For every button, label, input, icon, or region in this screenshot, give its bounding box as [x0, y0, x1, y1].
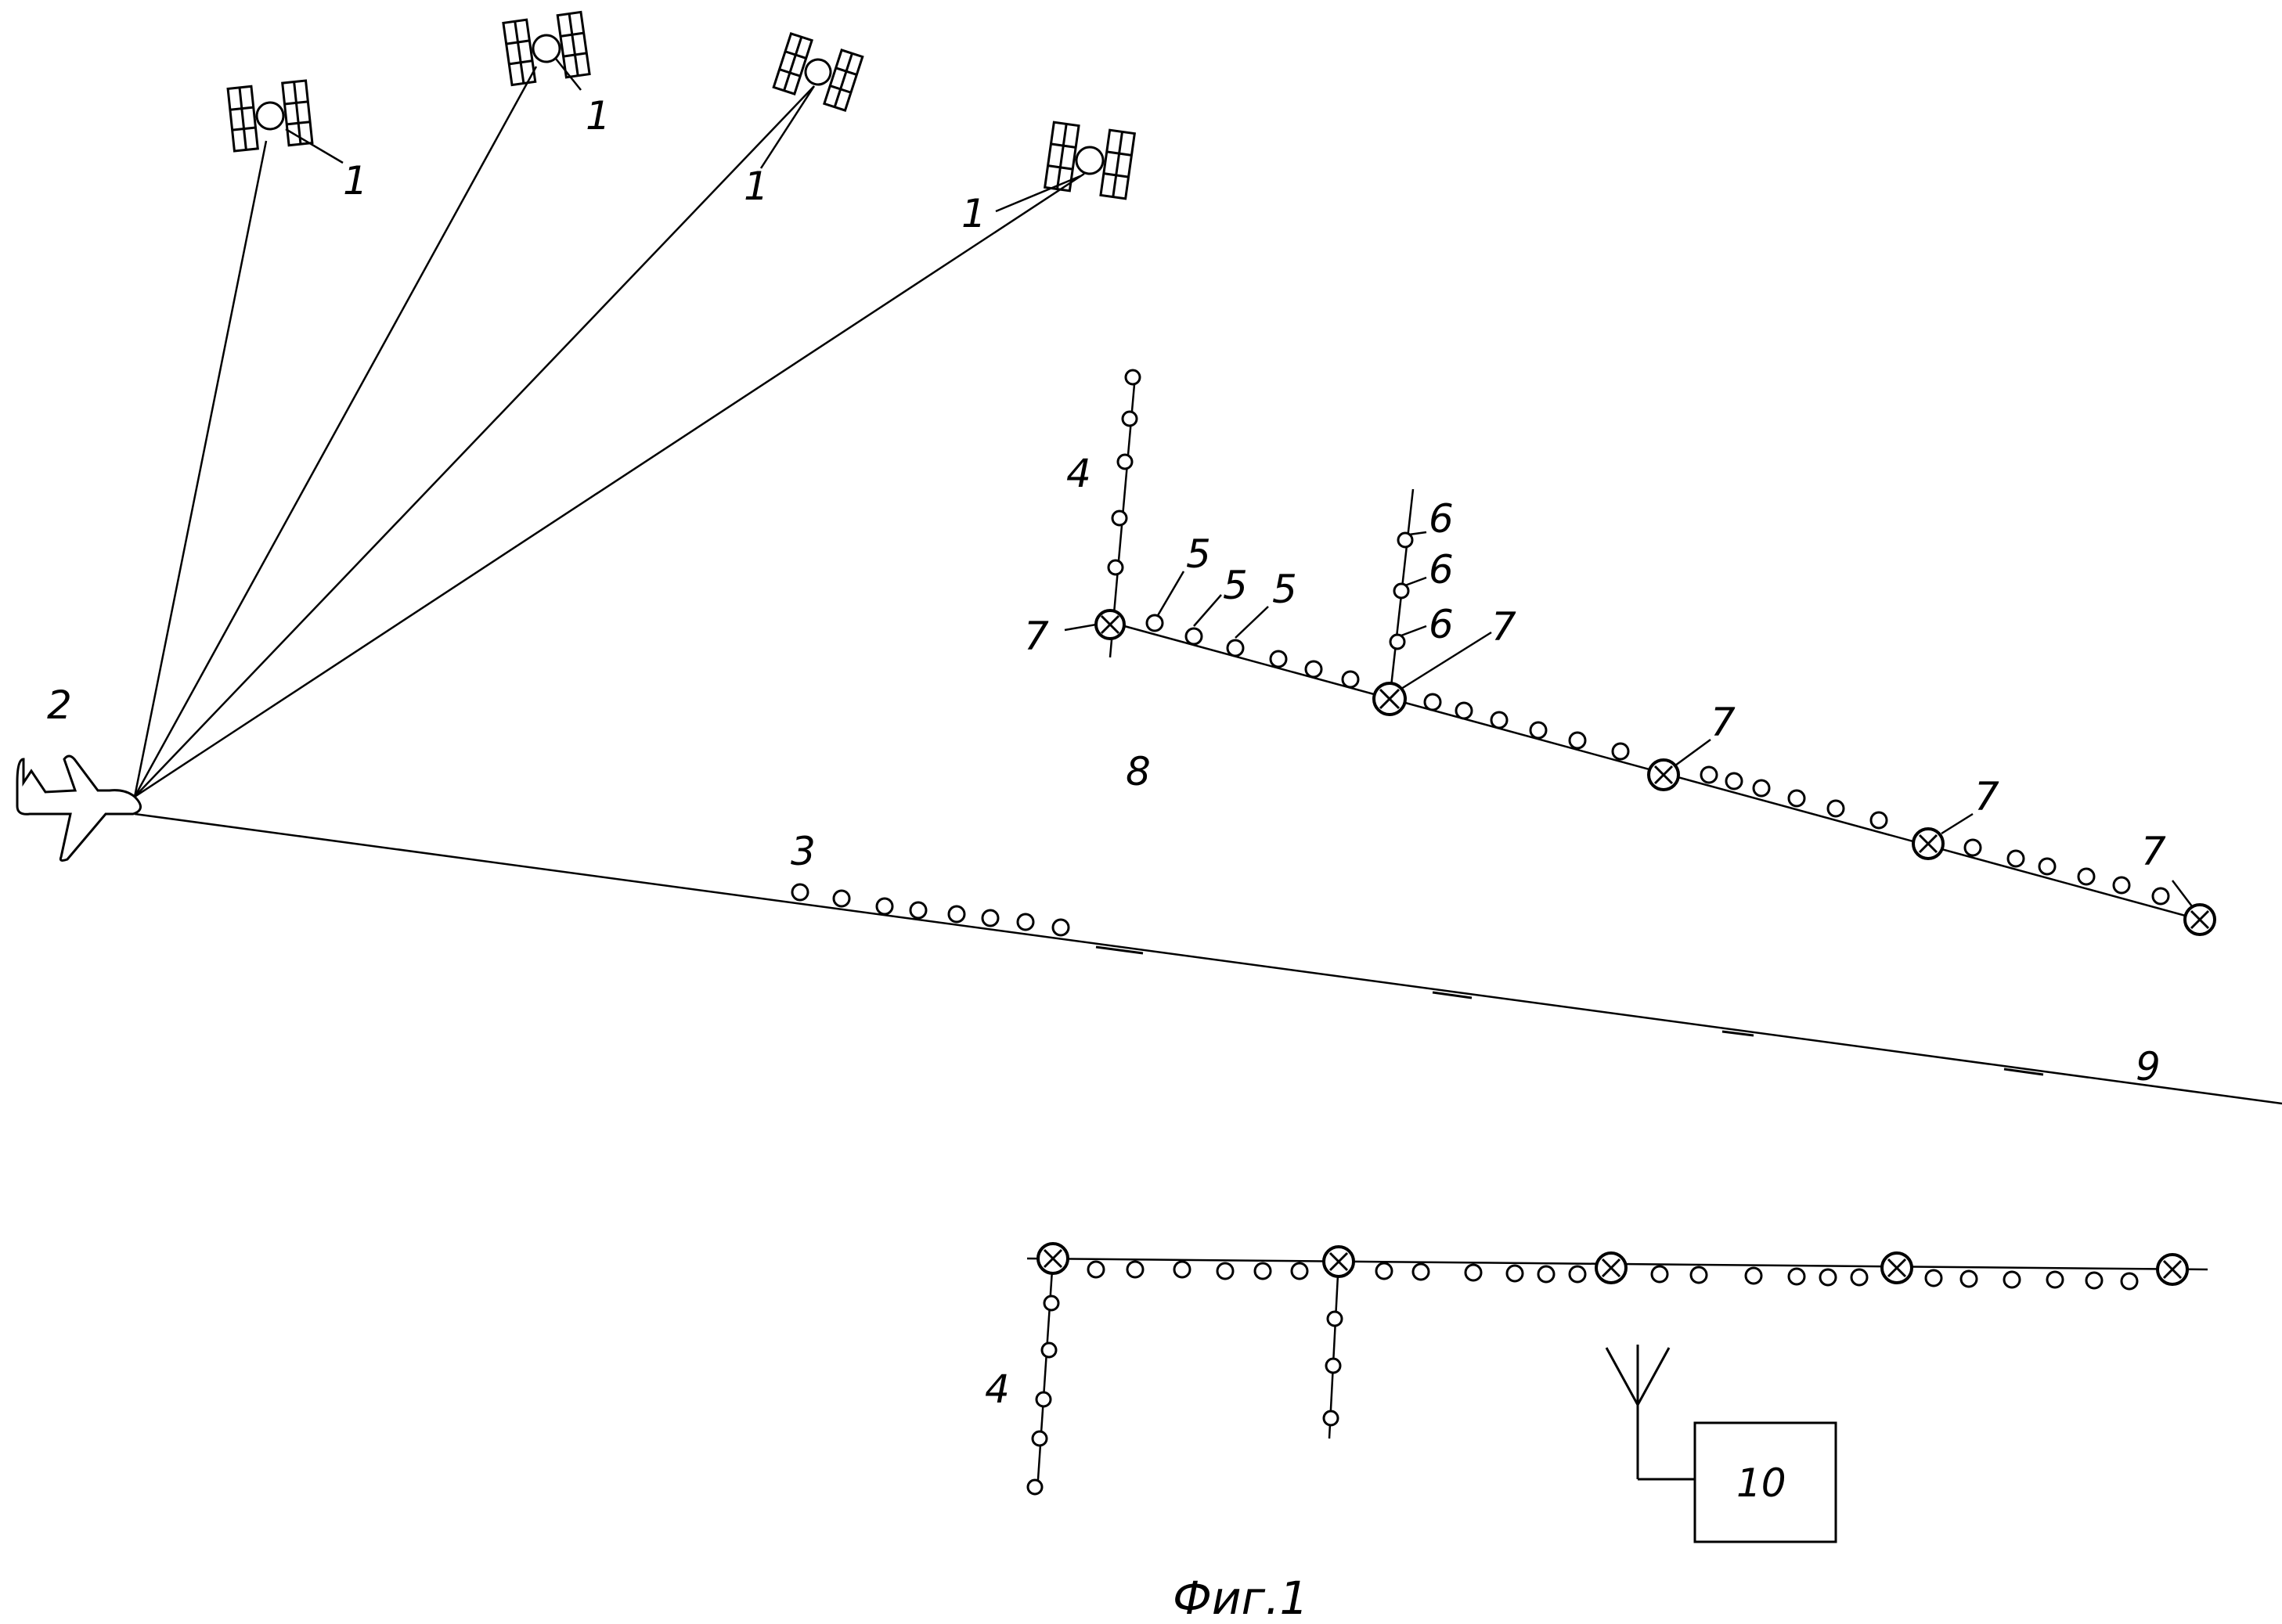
- junction-label: 7: [1024, 614, 1049, 659]
- path-dash: [1096, 947, 1143, 953]
- figure-caption: Фиг.1: [1173, 1572, 1308, 1624]
- junction-icon: [2185, 905, 2215, 934]
- flight-trace-label: 3: [791, 829, 816, 874]
- signal-rays: [135, 67, 1084, 797]
- satellite-icon: [503, 12, 589, 85]
- branch-label: 4: [1066, 451, 1091, 496]
- branch-point-label: 6: [1429, 547, 1454, 592]
- satellite-label: 1: [343, 158, 368, 203]
- ray-3: [135, 86, 814, 797]
- line-point-label: 5: [1223, 563, 1248, 608]
- junction-icon: [1096, 610, 1124, 639]
- junction-label: 7: [1974, 774, 1999, 819]
- upper-network: [1109, 370, 2200, 920]
- satellite-label: 1: [586, 93, 611, 139]
- flight-trace: [792, 884, 1069, 935]
- junction-icon: [1038, 1244, 1068, 1273]
- branch-point-label: 6: [1429, 496, 1454, 542]
- line-point-label: 5: [1272, 567, 1297, 612]
- area-label: 8: [1126, 749, 1151, 794]
- satellite-icon: [228, 81, 312, 151]
- aircraft-label: 2: [47, 682, 72, 728]
- junction-icon: [1374, 683, 1405, 715]
- branch-point-label: 6: [1429, 602, 1454, 647]
- lower-network: [1027, 1259, 2208, 1494]
- antenna-icon: [1606, 1345, 1695, 1479]
- junction-icon: [1913, 829, 1943, 859]
- junction-icon: [1882, 1253, 1912, 1283]
- path-line: [135, 814, 2282, 1104]
- satellite-icon: [1045, 122, 1135, 199]
- junction-icon: [2158, 1255, 2187, 1284]
- junction-label: 7: [2141, 829, 2166, 874]
- aircraft-icon: [17, 756, 141, 860]
- satellite-label: 1: [961, 191, 986, 236]
- ray-4: [135, 174, 1084, 797]
- path-label: 9: [2136, 1044, 2161, 1089]
- satellite-icon: [773, 34, 863, 110]
- branch-label: 4: [985, 1367, 1010, 1412]
- ray-1: [135, 141, 266, 797]
- ray-2: [135, 67, 536, 797]
- satellite-label: 1: [744, 164, 769, 209]
- station-label: 10: [1736, 1460, 1786, 1506]
- satellite-leaders: [286, 59, 1080, 211]
- junction-icon: [1596, 1253, 1626, 1283]
- junction-label: 7: [1711, 700, 1736, 745]
- junction-icon: [1649, 760, 1678, 790]
- line-point-label: 5: [1186, 531, 1211, 577]
- junction-label: 7: [1491, 604, 1516, 650]
- junction-icon: [1324, 1247, 1354, 1277]
